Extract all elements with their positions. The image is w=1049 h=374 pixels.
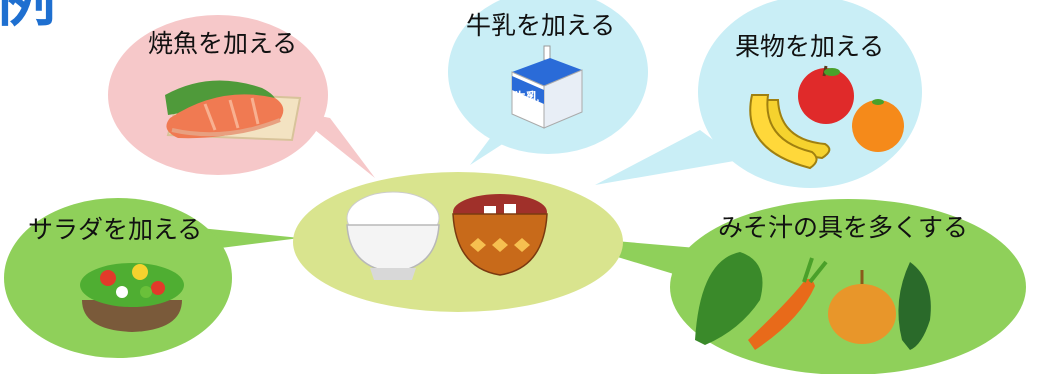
grilled-fish-label: 焼魚を加える	[148, 29, 297, 58]
miso-soup-label: みそ汁の具を多くする	[718, 213, 968, 242]
fruit-bubble-tail	[595, 130, 740, 185]
milk-carton-text: 牛乳	[513, 90, 539, 106]
salad-bubble-tail	[200, 228, 300, 250]
miso-soup-icon	[452, 194, 548, 276]
milk-carton-icon: 牛乳	[511, 45, 583, 129]
rice-bowl-icon	[346, 191, 440, 280]
fruit-label: 果物を加える	[735, 32, 884, 61]
milk-label: 牛乳を加える	[466, 11, 615, 40]
fruit-icon	[749, 65, 904, 170]
vegetables-icon	[695, 252, 931, 350]
heading-partial: 例	[0, 0, 56, 35]
salad-label: サラダを加える	[28, 215, 202, 244]
grilled-salmon-icon	[165, 80, 302, 142]
salad-bowl-icon	[80, 263, 184, 332]
